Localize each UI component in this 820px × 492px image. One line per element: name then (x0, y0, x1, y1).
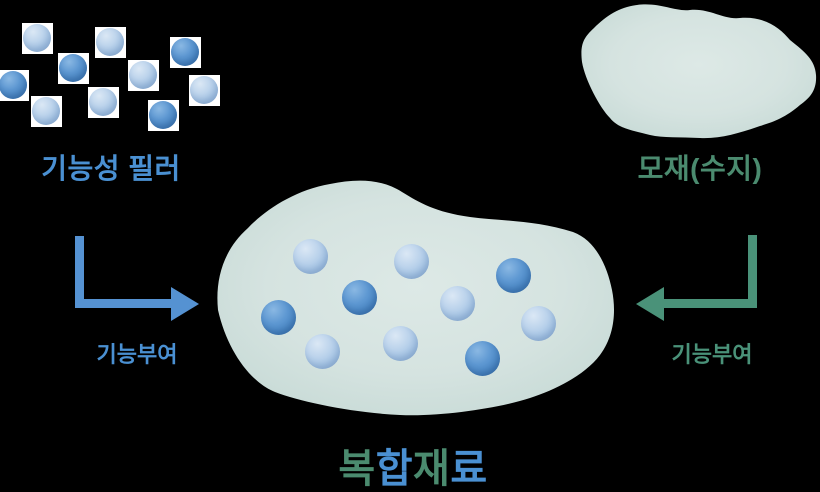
resin-blob (581, 4, 817, 139)
right-arrow-horizontal-bar (664, 299, 757, 308)
composite-label-char-1: 복 (338, 447, 376, 491)
composite-label-char-2: 합 (375, 447, 413, 491)
filler-sphere (149, 101, 177, 129)
composite-blob (217, 180, 615, 416)
composite-blob-shape (217, 180, 615, 416)
filler-sphere-tile (0, 69, 29, 101)
composite-label-char-4: 료 (450, 447, 488, 491)
filler-sphere-tile (127, 59, 159, 91)
composite-label: 복합재료 (263, 436, 563, 492)
filler-sphere (59, 54, 87, 82)
filler-sphere-tile (94, 26, 126, 58)
filler-sphere (32, 97, 60, 125)
resin-label: 모재(수지) (637, 153, 763, 184)
left-arrow-horizontal-bar (75, 299, 172, 308)
filler-sphere (171, 38, 199, 66)
right-arrow-vertical-bar (748, 235, 757, 308)
filler-sphere (190, 76, 218, 104)
filler-sphere-tile (57, 52, 89, 84)
resin-blob-shape (581, 4, 817, 139)
filler-sphere (23, 24, 51, 52)
filler-label: 기능성 필러 (41, 153, 181, 184)
filler-sphere-tile (147, 99, 179, 131)
filler-sphere-tile (169, 36, 201, 68)
filler-sphere (89, 88, 117, 116)
filler-sphere-tile (21, 22, 53, 54)
filler-sphere-tile (87, 86, 119, 118)
filler-sphere (129, 61, 157, 89)
right-pointing-arrowhead-icon (171, 287, 199, 321)
right-arrow-caption: 기능부여 (671, 342, 753, 367)
left-arrow-caption: 기능부여 (96, 342, 178, 367)
left-arrow-vertical-bar (75, 236, 84, 308)
composite-label-char-3: 재 (413, 447, 451, 491)
filler-sphere (96, 28, 124, 56)
filler-sphere (0, 71, 27, 99)
filler-sphere-tile (30, 95, 62, 127)
filler-sphere-tile (188, 74, 220, 106)
left-pointing-arrowhead-icon (636, 287, 664, 321)
